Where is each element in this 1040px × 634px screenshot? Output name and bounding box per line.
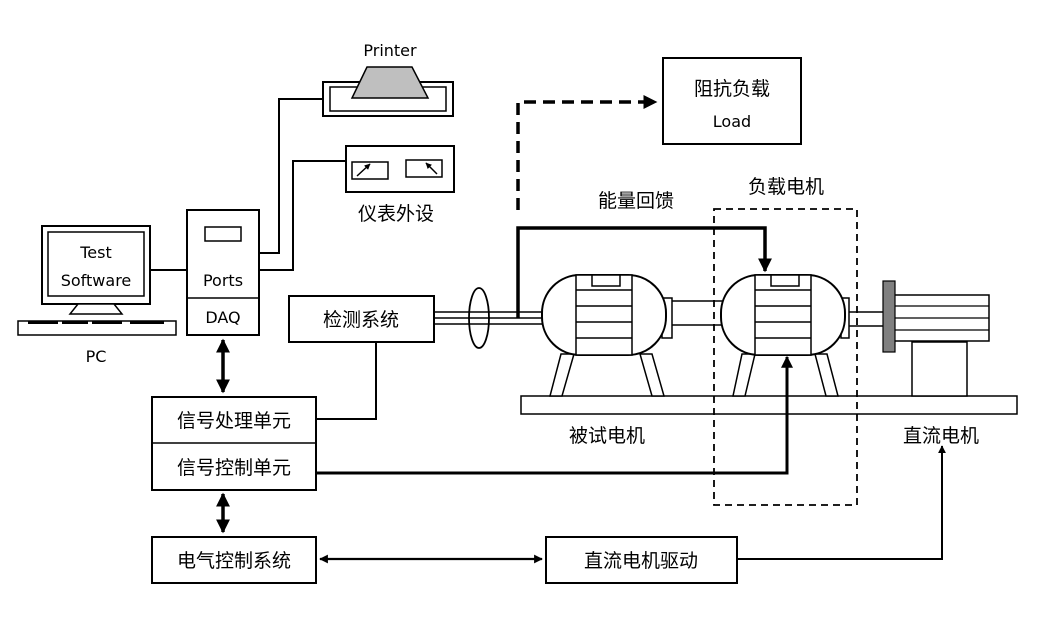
impedance-load-box: 阻抗负载 Load (662, 57, 802, 145)
pc-screen-line1: Test (79, 243, 112, 262)
current-sensor-ring (468, 287, 490, 349)
electrical-control-label: 电气控制系统 (177, 550, 291, 572)
electrical-control-box: 电气控制系统 (151, 536, 317, 584)
pc-label: PC (86, 347, 107, 366)
signal-control-label: 信号控制单元 (177, 457, 291, 479)
dc-motor-label: 直流电机 (903, 425, 979, 447)
dc-motor-drive-label: 直流电机驱动 (584, 550, 698, 572)
impedance-load-en-label: Load (713, 112, 751, 131)
ports-label: Ports (203, 271, 243, 290)
bench-base (520, 395, 1018, 415)
dc-motor-drive-box: 直流电机驱动 (545, 536, 738, 584)
daq-label: DAQ (205, 308, 240, 327)
pc-icon (17, 225, 177, 336)
instruments-label: 仪表外设 (358, 203, 434, 225)
printer-icon (322, 66, 454, 117)
motor-under-test-label: 被试电机 (569, 425, 645, 447)
coupling-shaft-1 (667, 300, 725, 326)
daq-unit (186, 209, 260, 336)
pc-screen-line2: Software (61, 271, 132, 290)
motor-under-test-icon (541, 274, 673, 397)
detection-system-box: 检测系统 (288, 295, 435, 343)
dc-motor-icon (882, 280, 990, 397)
detection-system-label: 检测系统 (323, 309, 399, 331)
printer-label: Printer (363, 41, 417, 60)
coupling-shaft-2 (844, 311, 886, 327)
load-motor-label: 负载电机 (748, 176, 824, 198)
instrument-peripheral-icon (345, 145, 455, 193)
shaft-lines (434, 311, 542, 325)
energy-feedback-label: 能量回馈 (598, 190, 674, 212)
impedance-load-cn-label: 阻抗负载 (694, 78, 770, 100)
signal-processing-label: 信号处理单元 (177, 410, 291, 432)
load-motor-dashed-frame (713, 208, 858, 506)
signal-unit-box: 信号处理单元 信号控制单元 (151, 396, 317, 491)
connector-lines (150, 95, 946, 564)
load-motor-icon (720, 274, 850, 397)
